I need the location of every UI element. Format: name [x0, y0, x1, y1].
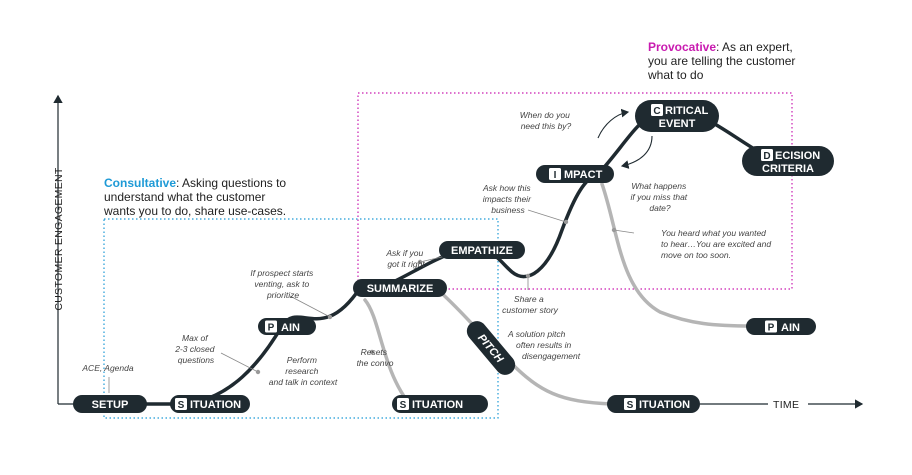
node-pain-2-initial: P	[768, 323, 775, 334]
node-pain-2-label: AIN	[781, 322, 800, 334]
provocative-title: Provocative	[648, 40, 717, 54]
node-decision-label-2: CRITERIA	[762, 163, 814, 175]
node-impact-label: MPACT	[564, 169, 603, 181]
consultative-title: Consultative	[104, 176, 177, 190]
annotation-solution-pitch: A solution pitch often results in diseng…	[507, 329, 581, 361]
node-decision-criteria: D ECISION CRITERIA	[742, 146, 834, 176]
consultative-text: : Asking questions to understand what th…	[104, 176, 287, 218]
annotation-when-do-you: When do you need this by?	[520, 110, 572, 131]
node-situation-3-initial: S	[627, 400, 634, 411]
arrow-what-happens	[620, 135, 653, 169]
node-situation-1: S ITUATION	[170, 395, 250, 413]
node-pitch: PITCH	[466, 321, 516, 375]
provocative-description: Provocative: As an expert, you are telli…	[648, 40, 798, 82]
provocative-text: : As an expert, you are telling the cust…	[648, 40, 796, 82]
node-decision-initial: D	[763, 151, 770, 162]
node-setup-label: SETUP	[92, 399, 129, 411]
node-critical-label-2: EVENT	[659, 118, 696, 130]
node-critical-label: RITICAL	[665, 105, 709, 117]
node-setup: SETUP	[73, 395, 147, 413]
consultative-zone	[103, 218, 499, 419]
path-impact-to-pain	[600, 182, 754, 328]
node-situation-1-initial: S	[178, 400, 185, 411]
node-critical-event: C RITICAL EVENT	[635, 100, 719, 132]
node-situation-3: S ITUATION	[607, 395, 700, 413]
annotation-venting: If prospect starts venting, ask to prior…	[250, 268, 315, 300]
leader-lines	[108, 209, 635, 393]
node-pain-1-label: AIN	[281, 322, 300, 334]
node-situation-2-initial: S	[400, 400, 407, 411]
annotation-what-happens: What happens if you miss that date?	[630, 181, 689, 213]
annotation-research: Perform research and talk in context	[269, 355, 338, 387]
path-dots	[255, 219, 617, 375]
annotation-share-story: Share a customer story	[502, 294, 558, 315]
consultative-description: Consultative: Asking questions to unders…	[104, 176, 294, 218]
node-pain-1: P AIN	[258, 318, 316, 335]
node-pain-1-initial: P	[268, 323, 275, 334]
node-situation-2-label: ITUATION	[412, 399, 463, 411]
node-situation-1-label: ITUATION	[190, 399, 241, 411]
annotation-ask-how: Ask how this impacts their business	[482, 183, 533, 215]
node-pain-2: P AIN	[746, 318, 816, 335]
node-situation-3-label: ITUATION	[639, 399, 690, 411]
annotation-max-questions: Max of 2-3 closed questions	[174, 333, 217, 365]
annotation-resets: Resets the convo	[357, 347, 394, 368]
node-empathize-label: EMPATHIZE	[451, 245, 513, 257]
node-situation-2: S ITUATION	[392, 395, 488, 413]
node-impact-initial: I	[554, 170, 557, 181]
node-impact: I MPACT	[536, 165, 614, 183]
node-critical-initial: C	[653, 106, 660, 117]
y-axis-label: CUSTOMER ENGAGEMENT	[53, 167, 65, 310]
annotation-heard: You heard what you wanted to hear…You ar…	[661, 228, 773, 260]
provocative-zone	[357, 92, 793, 290]
x-axis-label: TIME	[773, 399, 799, 411]
annotation-got-it-right: Ask if you got it right	[385, 248, 425, 269]
arrow-when-do-you	[597, 108, 630, 139]
path-pitch-to-situation	[508, 360, 614, 406]
annotation-ace-agenda: ACE, Agenda	[81, 363, 133, 373]
node-empathize: EMPATHIZE	[439, 241, 525, 259]
path-summarize-to-situation	[363, 298, 410, 404]
node-summarize: SUMMARIZE	[353, 279, 447, 297]
node-decision-label: ECISION	[775, 150, 820, 162]
node-summarize-label: SUMMARIZE	[367, 283, 434, 295]
